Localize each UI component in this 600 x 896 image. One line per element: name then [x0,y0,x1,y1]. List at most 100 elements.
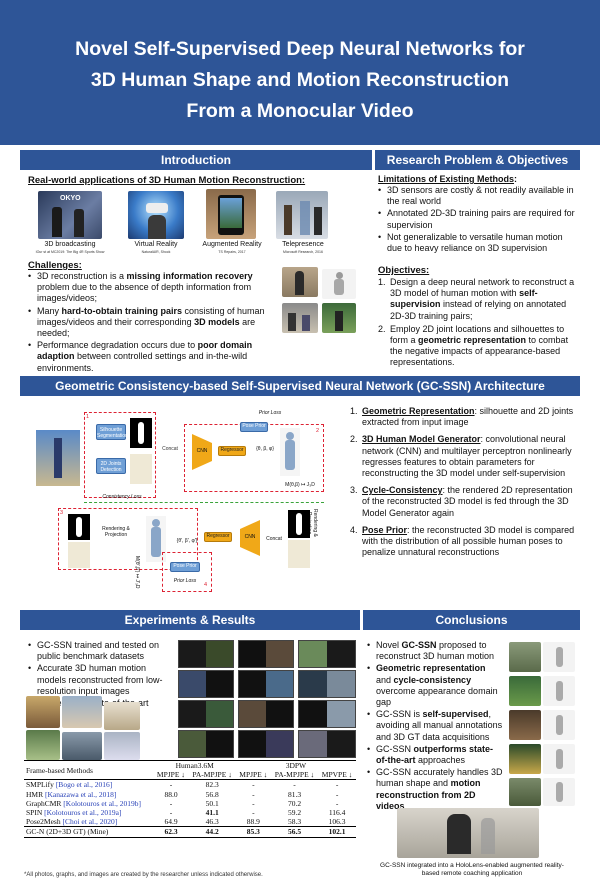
result-thumb [238,670,294,698]
prior-loss-label: Prior Loss [258,410,282,416]
table-group-row: Frame-based Methods Human3.6M 3DPW [24,759,356,780]
regressor-2-stage: Regressor [204,532,232,542]
sample-image-5 [62,732,102,760]
concat-2-label: Concat [266,536,282,542]
col-header: PA-MPJPE ↓ [274,770,315,780]
methods-header: Frame-based Methods [24,759,154,780]
results-table: Frame-based Methods Human3.6M 3DPW MPJPE… [24,759,356,838]
architecture-diagram: 1 Silhouette Segmentation 2D Joints Dete… [34,402,342,598]
challenge-photo-3 [322,303,356,333]
conclusions-header: Conclusions [363,610,580,630]
arch-point: 3.Cycle-Consistency: the rendered 2D rep… [350,485,573,518]
conclusions-panel: Novel GC-SSN proposed to reconstruct 3D … [363,632,580,894]
cycle-joints [288,540,310,568]
research-header: Research Problem & Objectives [375,150,580,170]
app-label-ar: Augmented Reality [202,241,262,248]
arch-point: 1.Geometric Representation: silhouette a… [350,406,574,428]
hololens-photo [397,808,539,858]
col-header: MPJPE ↓ [156,770,186,780]
rendering-label: Rendering & Projection [306,509,318,537]
title-line-2: 3D Human Shape and Motion Reconstruction [90,69,510,91]
cycle-3d-model [146,516,166,562]
vr-photo [128,191,184,239]
challenge-item: 3D reconstruction is a missing informati… [28,271,278,305]
challenge-item: Performance degradation occurs due to po… [28,340,278,374]
conclusion-item: Novel GC-SSN proposed to reconstruct 3D … [367,640,503,662]
conclusion-photo-4 [509,744,541,774]
render-joints [68,542,90,568]
research-panel: Limitations of Existing Methods: 3D sens… [375,173,580,373]
app-label-broadcast: 3D broadcasting [44,241,96,248]
app-credit-telepresence: Microsoft Research, 2016 [283,250,323,254]
cnn-block [192,434,212,470]
intro-header: Introduction [20,150,372,170]
intro-panel: Real-world applications of 3D Human Moti… [20,173,372,373]
broadcast-photo: OKYO [38,191,102,239]
conclusion-photo-2 [509,676,541,706]
results-grid [178,640,358,758]
regressor-stage: Regressor [218,446,246,456]
apps-heading: Real-world applications of 3D Human Moti… [28,175,306,186]
result-thumb [238,640,294,668]
objectives-list: 1.Design a deep neural network to recons… [378,277,576,371]
col-header: MPVPE ↓ [321,770,353,780]
app-credit-vr: NaturalAIR, Shock [141,250,171,254]
architecture-points: 1.Geometric Representation: silhouette a… [350,406,576,560]
app-label-telepresence: Telepresence [282,241,324,248]
cnn-2-block [240,520,260,556]
module-1-number: 1 [86,414,90,420]
module-2-number: 2 [316,428,320,434]
group-human36m: Human3.6M [153,760,236,771]
conclusion-model-1 [543,642,575,672]
conclusion-item: GC-SSN is self-supervised, avoiding all … [367,709,503,743]
ar-photo [206,189,256,239]
result-thumb [238,730,294,758]
table-header-row: MPJPE ↓ PA-MPJPE ↓ MPJPE ↓ PA-MPJPE ↓ MP… [24,770,356,780]
arch-point: 2.3D Human Model Generator: convolutiona… [350,434,572,479]
module-1-box [84,412,156,498]
challenges-heading: Challenges: [28,260,82,271]
experiment-item: GC-SSN trained and tested on public benc… [28,640,173,662]
cnn-2-label: CNN [244,534,256,540]
experiments-panel: GC-SSN trained and tested on public benc… [20,632,360,894]
result-thumb [298,700,356,728]
cnn-label: CNN [196,448,208,454]
params-2-label: {θ', β', φ'} [176,538,198,544]
conclusion-model-5 [543,778,575,806]
table-row: GraphCMR [Kolotouros et al., 2019b] -50.… [26,798,339,808]
title-line-3: From a Monocular Video [186,100,414,122]
result-thumb [298,640,356,668]
result-thumb [178,640,234,668]
title-banner: Novel Self-Supervised Deep Neural Networ… [0,0,600,145]
conclusion-item: GC-SSN accurately handles 3D human shape… [367,767,503,812]
result-thumb [298,670,356,698]
pose-prior-2-stage: Pose Prior [170,562,200,572]
result-thumb [178,670,234,698]
pose-prior-stage: Pose Prior [240,422,268,432]
limits-heading: Limitations of Existing Methods: [378,174,518,184]
limit-item: Annotated 2D-3D training pairs are requi… [378,208,576,230]
conclusion-model-2 [543,676,575,706]
telepresence-photo [276,191,328,239]
architecture-header: Geometric Consistency-based Self-Supervi… [20,376,580,396]
challenge-photo-1 [282,267,318,297]
architecture-panel: 1 Silhouette Segmentation 2D Joints Dete… [20,398,580,600]
group-3dpw: 3DPW [235,760,356,771]
conclusion-model-3 [543,710,575,740]
result-thumb [238,700,294,728]
conclusion-photo-1 [509,642,541,672]
conclusion-item: Geometric representation and cycle-consi… [367,663,503,708]
result-thumb [298,730,356,758]
result-thumb [178,730,234,758]
limit-item: 3D sensors are costly & not readily avai… [378,185,576,207]
model-eq: M(θ,β) ↦ J₃D [285,482,315,488]
consistency-line [84,502,324,503]
silhouette-output [130,418,152,448]
conclusion-photo-3 [509,710,541,740]
recon-3d-model [280,428,300,476]
app-label-vr: Virtual Reality [134,241,178,248]
hololens-caption: GC-SSN integrated into a HoloLens-enable… [380,862,564,877]
table-row: SMPLify [Bogo et al., 2016] -82.3--- [24,779,356,790]
